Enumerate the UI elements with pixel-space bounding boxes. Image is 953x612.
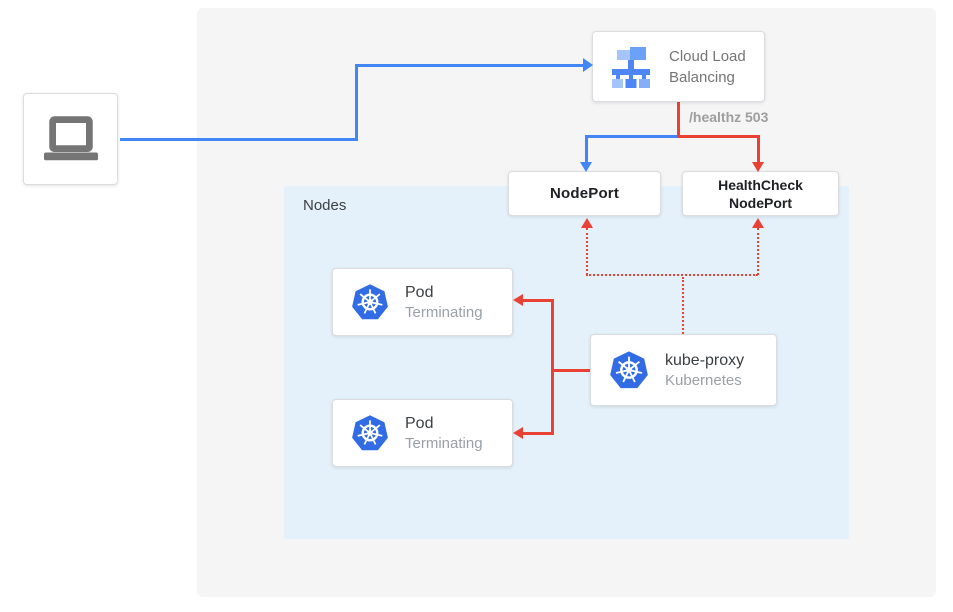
- kubernetes-icon: [352, 284, 388, 320]
- pod-node-1: Pod Terminating: [332, 268, 513, 336]
- cloud-load-balancing-icon: [612, 46, 650, 88]
- edge-split-to-nodeport-horizontal: [587, 135, 679, 138]
- kubernetes-icon: [610, 351, 648, 389]
- arrowhead-into-nodeport-bottom: [581, 218, 593, 228]
- healthcheck-nodeport-label-line2: NodePort: [729, 194, 792, 211]
- edge-to-pod1-horizontal: [521, 299, 554, 302]
- pod-2-text: Pod Terminating: [405, 413, 483, 454]
- kube-proxy-subtitle: Kubernetes: [665, 371, 742, 389]
- edge-dotted-split-horizontal: [586, 274, 758, 276]
- arrowhead-into-nodeport-top: [580, 162, 592, 172]
- edge-kubeproxy-out-horizontal: [552, 369, 590, 372]
- arrowhead-into-healthcheck-bottom: [752, 218, 764, 228]
- cloud-load-balancing-label-line1: Cloud Load: [669, 47, 746, 65]
- nodes-group-label: Nodes: [303, 197, 347, 214]
- edge-dotted-to-healthcheck: [757, 228, 759, 275]
- kube-proxy-node: kube-proxy Kubernetes: [590, 334, 777, 406]
- healthcheck-nodeport-label-line1: HealthCheck: [718, 176, 803, 193]
- edge-lb-healthcheck-vertical: [677, 101, 680, 138]
- edge-kubeproxy-up-dotted: [682, 277, 684, 334]
- healthcheck-nodeport-node: HealthCheck NodePort: [682, 171, 839, 216]
- arrowhead-into-pod2: [513, 427, 523, 439]
- arrowhead-into-healthcheck-top: [752, 162, 764, 172]
- pod-2-title: Pod: [405, 414, 434, 432]
- pod-1-title: Pod: [405, 283, 434, 301]
- kubernetes-icon: [352, 415, 388, 451]
- pod-2-status: Terminating: [405, 434, 483, 452]
- edge-client-to-lb-vertical: [355, 64, 358, 141]
- edge-dotted-to-nodeport: [586, 228, 588, 275]
- cloud-load-balancing-node: Cloud Load Balancing: [592, 31, 765, 102]
- client-laptop-node: [23, 93, 118, 185]
- healthz-status-annotation: /healthz 503: [689, 109, 769, 125]
- pod-node-2: Pod Terminating: [332, 399, 513, 467]
- edge-split-to-healthcheck-vertical: [757, 135, 760, 163]
- edge-client-to-lb-horizontal: [120, 138, 358, 141]
- kube-proxy-title: kube-proxy: [665, 351, 745, 369]
- pod-1-text: Pod Terminating: [405, 282, 483, 323]
- nodeport-node: NodePort: [508, 171, 661, 216]
- edge-to-pod2-horizontal: [521, 432, 554, 435]
- edge-kubeproxy-pods-vertical: [551, 299, 554, 435]
- edge-client-to-lb-top: [355, 64, 583, 67]
- edge-split-to-healthcheck-horizontal: [677, 135, 760, 138]
- edge-split-to-nodeport-vertical: [585, 135, 588, 163]
- arrowhead-into-lb: [583, 58, 593, 72]
- kube-proxy-text: kube-proxy Kubernetes: [665, 350, 744, 391]
- cloud-load-balancing-label: Cloud Load Balancing: [669, 46, 746, 88]
- pod-1-status: Terminating: [405, 303, 483, 321]
- cloud-load-balancing-label-line2: Balancing: [669, 68, 735, 86]
- laptop-icon: [43, 116, 98, 161]
- nodeport-label: NodePort: [549, 185, 620, 202]
- arrowhead-into-pod1: [513, 294, 523, 306]
